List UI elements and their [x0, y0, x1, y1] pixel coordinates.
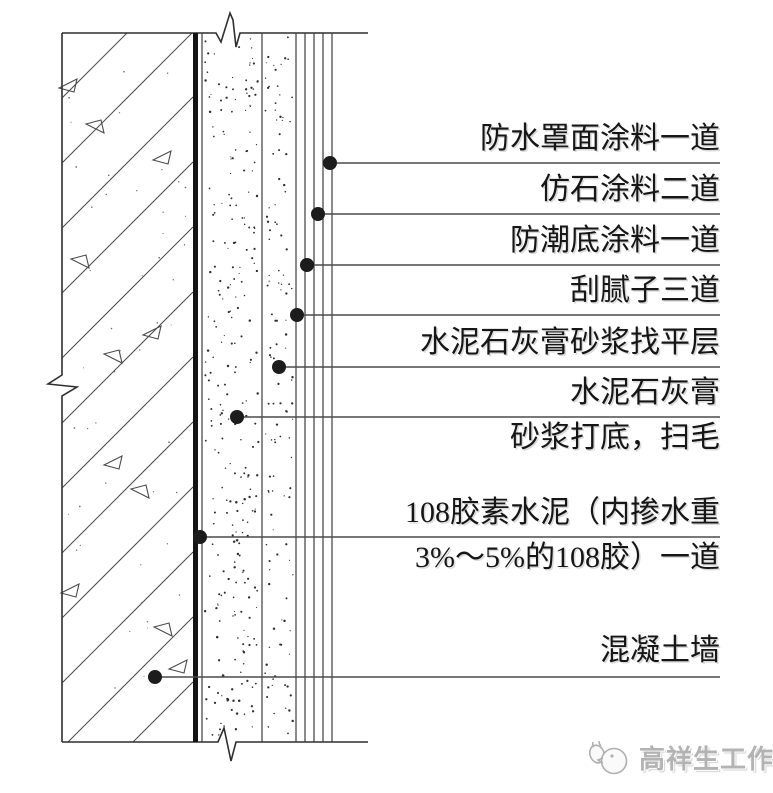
- wall-face-thick-line: [193, 33, 198, 742]
- scratch-coat-stipple: [203, 38, 260, 736]
- callout-leveling-layer-label: 水泥石灰膏砂浆找平层: [420, 326, 720, 359]
- watermark-text: 高祥生工作室: [639, 743, 773, 774]
- callout-cement-slurry-label-line1: 108胶素水泥（内掺水重: [405, 496, 720, 529]
- callout-dots: [148, 156, 337, 684]
- left-edge-with-break: [45, 33, 80, 742]
- finish-layer-lines: [201, 33, 333, 742]
- callout-putty-label: 刮腻子三道: [570, 274, 720, 307]
- concrete-hatch-pattern: [62, 33, 193, 742]
- leveling-layer-stipple: [264, 36, 294, 735]
- watermark: 高祥生工作室: [586, 737, 773, 777]
- callout-scratch-coat-label-line1: 水泥石灰膏: [570, 376, 720, 409]
- callout-concrete-wall-label: 混凝土墙: [600, 634, 720, 667]
- callout-leader-lines: [155, 162, 720, 678]
- callout-damp-primer-label: 防潮底涂料一道: [510, 224, 720, 257]
- section-break-lines: [45, 10, 368, 762]
- callout-stone-paint-label: 仿石涂料二道: [540, 173, 720, 206]
- bottom-edge-with-break: [62, 725, 368, 762]
- concrete-speckles: [67, 70, 187, 689]
- bird-logo-icon: [588, 740, 628, 775]
- top-edge-with-break: [62, 10, 368, 48]
- callout-scratch-coat-label-line2: 砂浆打底，扫毛: [510, 421, 720, 454]
- callout-waterproof-topcoat-label: 防水罩面涂料一道: [480, 122, 720, 155]
- callout-cement-slurry-label-line2: 3%～5%的108胶）一道: [415, 541, 720, 574]
- concrete-aggregate-symbols: [57, 77, 188, 674]
